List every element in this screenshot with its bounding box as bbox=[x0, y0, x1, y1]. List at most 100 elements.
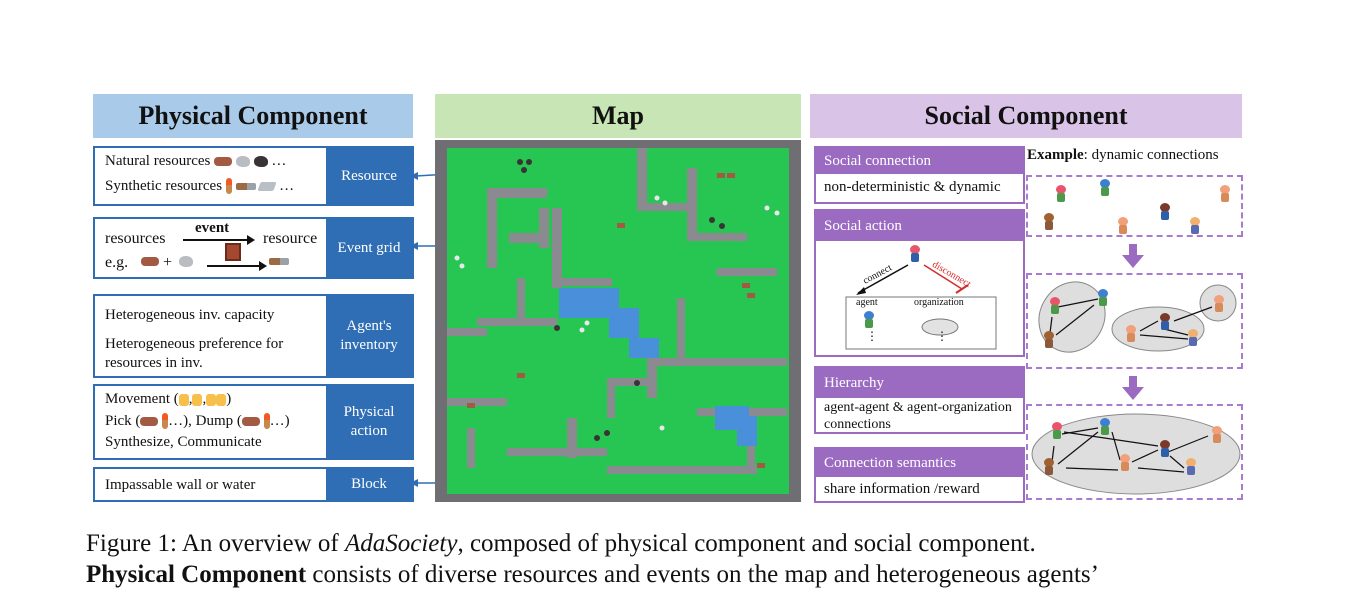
hand-down-icon bbox=[192, 393, 203, 406]
wood-icon bbox=[140, 416, 159, 426]
event-grid-tag: Event grid bbox=[326, 219, 412, 277]
dump-label: …), Dump ( bbox=[168, 412, 242, 429]
stone-icon bbox=[235, 156, 250, 168]
agent-icon bbox=[1042, 458, 1056, 476]
torch-icon bbox=[225, 178, 232, 195]
example-stage-2 bbox=[1026, 273, 1243, 369]
block-tag: Block bbox=[326, 469, 412, 500]
hand-left-icon bbox=[206, 393, 217, 406]
agent-icon bbox=[1186, 329, 1200, 347]
social-action-title: Social action bbox=[816, 211, 1023, 241]
inventory-preference-text: Heterogeneous preference for resources i… bbox=[105, 335, 284, 371]
ellipsis: … bbox=[271, 153, 287, 169]
map-terrain bbox=[447, 148, 787, 474]
physical-component-header: Physical Component bbox=[93, 94, 413, 138]
agent-label: agent bbox=[856, 297, 878, 308]
down-arrow-icon bbox=[1122, 376, 1144, 400]
wood-icon bbox=[214, 157, 233, 167]
agent-icon bbox=[1098, 418, 1112, 436]
inventory-capacity-text: Heterogeneous inv. capacity bbox=[105, 307, 275, 323]
agent-icon bbox=[1118, 454, 1132, 472]
agent-icon bbox=[1124, 325, 1138, 343]
agent-icon bbox=[1048, 297, 1062, 315]
down-arrow-icon bbox=[1122, 244, 1144, 268]
plus-sign: + bbox=[163, 254, 173, 271]
natural-resources-label: Natural resources bbox=[105, 153, 211, 169]
connection-semantics-title: Connection semantics bbox=[816, 449, 1023, 477]
agent-icon bbox=[1050, 422, 1064, 440]
synthetic-resources-label: Synthetic resources bbox=[105, 177, 223, 194]
map-grass bbox=[447, 148, 789, 494]
block-text: Impassable wall or water bbox=[105, 477, 256, 493]
resource-tag: Resource bbox=[326, 148, 412, 204]
block-row: Impassable wall or water Block bbox=[93, 467, 414, 502]
example-heading: Example: dynamic connections bbox=[1027, 147, 1219, 163]
event-grid-row: resources event resource e.g. + Event gr… bbox=[93, 217, 414, 279]
agent-icon bbox=[1096, 289, 1110, 307]
hammer-icon bbox=[269, 258, 289, 265]
inventory-row: Heterogeneous inv. capacity Heterogeneou… bbox=[93, 294, 414, 378]
example-stage-1 bbox=[1026, 175, 1243, 237]
agent-icon bbox=[1158, 440, 1172, 458]
more-organizations: ⋮ bbox=[936, 329, 948, 343]
coal-icon bbox=[253, 156, 268, 168]
agent-icon bbox=[1184, 458, 1198, 476]
event-arrow bbox=[183, 235, 255, 245]
example-stage-3 bbox=[1026, 404, 1243, 500]
agent-icon bbox=[1188, 217, 1202, 235]
hierarchy-title: Hierarchy bbox=[816, 368, 1023, 398]
hierarchy-box: Hierarchy agent-agent & agent-organizati… bbox=[814, 366, 1025, 434]
event-output-label: resource bbox=[263, 230, 318, 247]
connection-semantics-box: Connection semantics share information /… bbox=[814, 447, 1025, 503]
hand-right-icon bbox=[216, 393, 227, 406]
agent-icon-pink bbox=[908, 245, 922, 263]
agent-icon bbox=[1212, 295, 1226, 313]
wood-icon bbox=[241, 416, 260, 426]
hand-up-icon bbox=[178, 393, 189, 406]
wood-icon bbox=[141, 257, 159, 266]
agent-icon bbox=[1158, 203, 1172, 221]
agent-icon bbox=[1042, 213, 1056, 231]
social-component-header: Social Component bbox=[810, 94, 1242, 138]
ellipsis: … bbox=[279, 177, 295, 194]
social-connection-title: Social connection bbox=[816, 148, 1023, 174]
coal-deposits bbox=[517, 159, 725, 441]
agent-icon bbox=[1210, 426, 1224, 444]
event-arrow-label: event bbox=[195, 220, 230, 236]
agent-icon bbox=[1054, 185, 1068, 203]
agent-icon bbox=[1218, 185, 1232, 203]
stone-deposits bbox=[454, 195, 780, 431]
event-arrow bbox=[207, 261, 267, 271]
agent-icon bbox=[1042, 331, 1056, 349]
game-map bbox=[435, 140, 801, 502]
agent-icon bbox=[1098, 179, 1112, 197]
stone-icon bbox=[179, 256, 193, 267]
physical-action-row: Movement (,,) Pick ( …), Dump ( …) Synth… bbox=[93, 384, 414, 460]
event-grid-icon bbox=[225, 243, 241, 261]
figure-caption: Figure 1: An overview of AdaSociety, com… bbox=[86, 530, 1099, 588]
example-label: e.g. bbox=[105, 254, 129, 271]
connection-semantics-body: share information /reward bbox=[824, 481, 980, 497]
hierarchy-body: agent-agent & agent-organization connect… bbox=[824, 400, 1012, 432]
movement-label: Movement ( bbox=[105, 391, 179, 407]
more-agents: ⋮ bbox=[866, 329, 878, 343]
social-connection-box: Social connection non-deterministic & dy… bbox=[814, 146, 1025, 204]
wood-deposits bbox=[467, 173, 765, 468]
iron-icon bbox=[257, 181, 277, 191]
event-input-label: resources bbox=[105, 230, 166, 247]
resource-row: Natural resources … Synthetic resources … bbox=[93, 146, 414, 206]
hammer-icon bbox=[235, 182, 256, 190]
water bbox=[559, 288, 757, 446]
pick-label: Pick ( bbox=[105, 412, 141, 429]
inventory-tag: Agent's inventory bbox=[326, 296, 412, 376]
organization-label: organization bbox=[914, 297, 964, 308]
map-header: Map bbox=[435, 94, 801, 138]
physical-action-tag: Physical action bbox=[326, 386, 412, 458]
torch-icon bbox=[162, 413, 169, 430]
torch-icon bbox=[263, 413, 270, 430]
agent-icon-blue bbox=[862, 311, 876, 329]
synthesize-communicate-text: Synthesize, Communicate bbox=[105, 433, 262, 450]
social-action-box: Social action connect disconnect agent o… bbox=[814, 209, 1025, 357]
agent-icon bbox=[1116, 217, 1130, 235]
social-connection-body: non-deterministic & dynamic bbox=[824, 179, 1001, 195]
